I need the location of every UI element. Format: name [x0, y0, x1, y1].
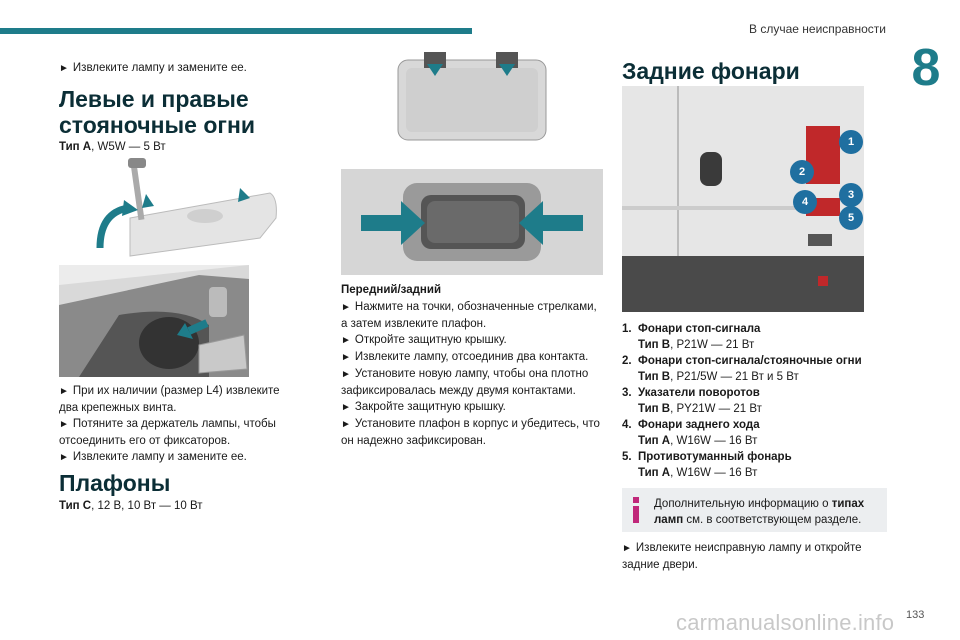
- info-text: Дополнительную информацию о типах ламп с…: [654, 498, 865, 526]
- callout-3: 3: [839, 183, 863, 207]
- section-title-parking-lights: Левые и правые стояночные огни: [59, 86, 256, 138]
- list-item: ►Откройте защитную крышку.: [341, 334, 507, 346]
- arrow-bullet-icon: ►: [59, 63, 69, 74]
- list-item: ►Нажмите на точки, обозначенные стрелкам…: [341, 301, 597, 330]
- arrow-bullet-icon: ►: [341, 302, 351, 313]
- type-spec-parking: Тип A, W5W — 5 Вт: [59, 141, 166, 153]
- figure-courtesy-lamp-lens: [396, 50, 548, 144]
- page-number: 133: [906, 609, 925, 621]
- arrow-bullet-icon: ►: [59, 452, 69, 463]
- final-bullet: ►Извлеките неисправную лампу и откройте …: [622, 542, 862, 571]
- arrow-bullet-icon: ►: [59, 386, 69, 397]
- callout-4: 4: [793, 190, 817, 214]
- figure-rear-lights: [622, 86, 864, 312]
- col1-bullet-list: ►При их наличии (размер L4) извлеките дв…: [59, 383, 299, 466]
- figure-lamp-holder: [59, 265, 249, 377]
- list-item: ►Установите новую лампу, чтобы она плотн…: [341, 368, 589, 397]
- chapter-header-title: В случае неисправности: [749, 22, 886, 36]
- section-title-rear-lights: Задние фонари: [622, 58, 800, 84]
- legend-item-1: 1.Фонари стоп-сигнала Тип B, P21W — 21 В…: [622, 323, 761, 351]
- arrow-bullet-icon: ►: [341, 352, 351, 363]
- chapter-number: 8: [911, 39, 941, 97]
- watermark: carmanualsonline.info: [676, 610, 895, 635]
- legend-list: 1.Фонари стоп-сигнала Тип B, P21W — 21 В…: [622, 321, 887, 481]
- type-spec-courtesy: Тип C, 12 В, 10 Вт — 10 Вт: [59, 500, 203, 512]
- section-title-courtesy-lights: Плафоны: [59, 470, 171, 496]
- arrow-bullet-icon: ►: [622, 543, 632, 554]
- subtitle-front-rear: Передний/задний: [341, 284, 442, 296]
- legend-item-3: 3.Указатели поворотов Тип B, PY21W — 21 …: [622, 387, 762, 415]
- col2-bullet-list: ►Нажмите на точки, обозначенные стрелкам…: [341, 299, 603, 449]
- list-item: ►Извлеките лампу, отсоединив два контакт…: [341, 351, 589, 363]
- legend-item-5: 5.Противотуманный фонарь Тип A, W16W — 1…: [622, 451, 792, 479]
- figure-screw-removal: [90, 158, 280, 258]
- callout-2: 2: [790, 160, 814, 184]
- legend-item-2: 2.Фонари стоп-сигнала/стояночные огни Ти…: [622, 355, 862, 383]
- callout-5: 5: [839, 206, 863, 230]
- intro-bullet: ►Извлеките лампу и замените ее.: [59, 62, 247, 74]
- list-item: ►Установите плафон в корпус и убедитесь,…: [341, 418, 600, 447]
- figure-courtesy-lamp-removal: [341, 169, 603, 275]
- header-accent-bar: [0, 28, 472, 34]
- arrow-bullet-icon: ►: [341, 402, 351, 413]
- arrow-bullet-icon: ►: [341, 419, 351, 430]
- arrow-bullet-icon: ►: [341, 369, 351, 380]
- list-item: ►Потяните за держатель лампы, чтобы отсо…: [59, 418, 276, 447]
- list-item: ►Извлеките лампу и замените ее.: [59, 451, 247, 463]
- callout-1: 1: [839, 130, 863, 154]
- list-item: ►При их наличии (размер L4) извлеките дв…: [59, 385, 280, 414]
- list-item: ►Закройте защитную крышку.: [341, 401, 506, 413]
- arrow-bullet-icon: ►: [341, 335, 351, 346]
- info-icon: [633, 497, 639, 523]
- info-box: Дополнительную информацию о типах ламп с…: [622, 488, 887, 532]
- arrow-bullet-icon: ►: [59, 419, 69, 430]
- legend-item-4: 4.Фонари заднего хода Тип A, W16W — 16 В…: [622, 419, 760, 447]
